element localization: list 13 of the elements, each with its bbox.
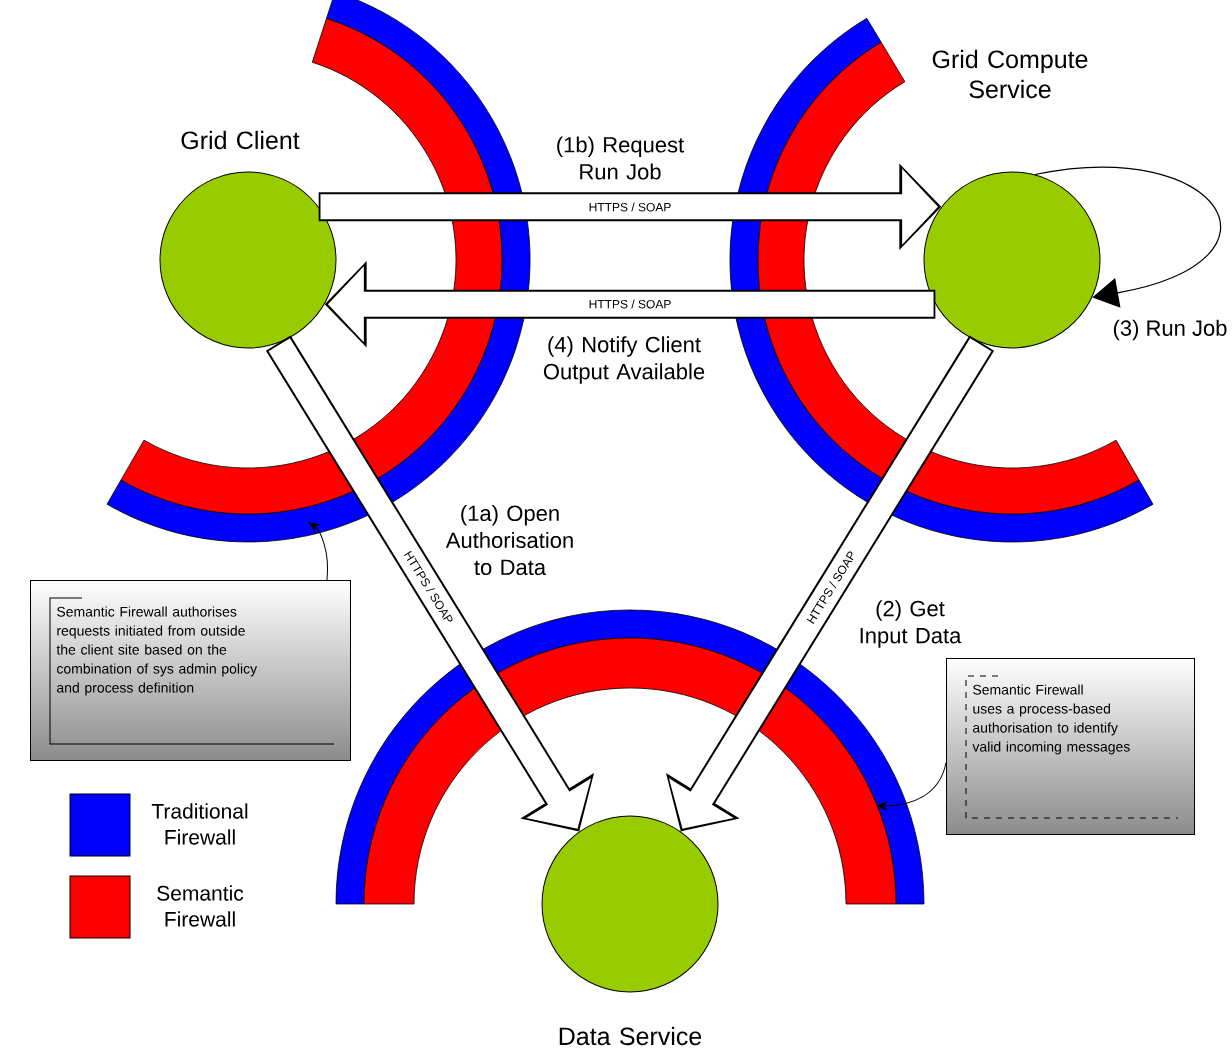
- node-heading: Data Service: [559, 1026, 702, 1046]
- loop-arrow: [1034, 167, 1221, 308]
- edge-label: (1a) Open Authorisation to Data: [445, 504, 573, 576]
- leader-line: [876, 762, 947, 811]
- node-heading: Grid Compute Service: [932, 49, 1088, 99]
- edge-label: (1b) Request Run Job: [557, 136, 684, 180]
- legend-label: Semantic Firewall: [157, 885, 244, 927]
- legend-label: Traditional Firewall: [151, 803, 248, 845]
- edge-label: (3) Run Job: [1113, 319, 1227, 341]
- node-heading: Grid Client: [181, 130, 300, 150]
- edge-label: (4) Notify Client Output Available: [543, 336, 705, 384]
- leader-line: [308, 522, 328, 581]
- edge-label: (2) Get Input Data: [860, 600, 962, 648]
